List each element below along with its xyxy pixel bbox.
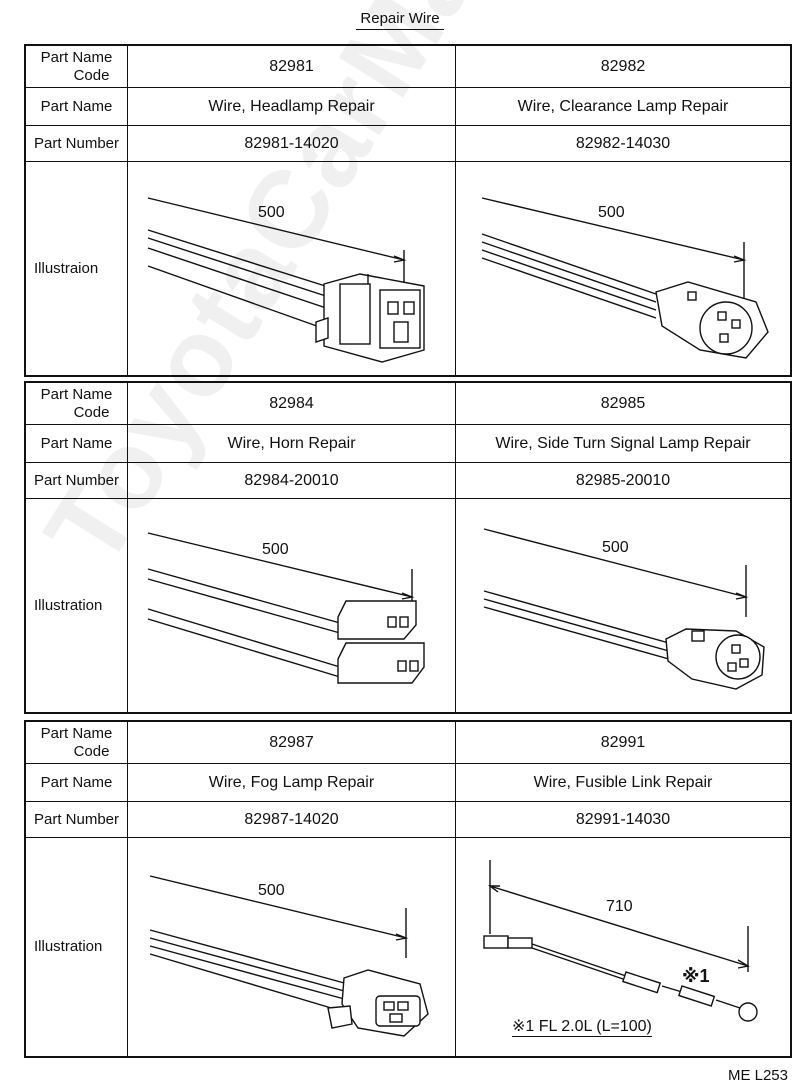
illustration-label: Illustration (26, 499, 128, 712)
part-name: Wire, Clearance Lamp Repair (517, 97, 729, 115)
fusible-note: ※1 FL 2.0L (L=100) (512, 1018, 652, 1037)
part-code: 82985 (600, 394, 646, 412)
part-name-label: Part Name (26, 764, 128, 801)
fusible-marker: ※1 (682, 966, 710, 986)
part-number: 82982-14030 (575, 134, 671, 152)
part-number: 82991-14030 (575, 810, 671, 828)
headlamp-wire-drawing (147, 197, 425, 363)
length-label: 500 (598, 204, 625, 221)
part-number: 82981-14020 (128, 126, 456, 161)
illustration-row: Illustraion (26, 162, 790, 375)
clearance-lamp-wire-drawing (481, 197, 769, 359)
part-name: Wire, Side Turn Signal Lamp Repair (495, 434, 751, 452)
name-row: Part Name Wire, Horn Repair Wire, Side T… (26, 425, 790, 463)
clearance-lamp-wire-illustration: 500 (456, 162, 790, 375)
illustration-label: Illustraion (26, 162, 128, 375)
page-code: ME L253 (727, 1067, 788, 1084)
part-code: 82981 (128, 46, 456, 87)
name-row: Part Name Wire, Headlamp Repair Wire, Cl… (26, 88, 790, 126)
part-code: 82987 (128, 722, 456, 763)
length-label: 500 (262, 541, 289, 558)
length-label: 500 (258, 204, 285, 221)
part-number: 82985-20010 (575, 471, 671, 489)
part-name: Wire, Headlamp Repair (128, 88, 456, 125)
length-label: 710 (606, 898, 633, 915)
part-name-label: Part Name (26, 88, 128, 125)
part-number: 82987-14020 (128, 802, 456, 837)
part-number: 82984-20010 (128, 463, 456, 498)
part-number-label: Part Number (26, 126, 128, 161)
part-name: Wire, Fusible Link Repair (533, 773, 713, 791)
illustration-row: Illustration 5 (26, 838, 790, 1056)
length-label: 500 (258, 882, 285, 899)
part-code: 82991 (600, 733, 646, 751)
part-number-label: Part Number (26, 463, 128, 498)
fog-lamp-wire-drawing (149, 875, 429, 1037)
part-number-label: Part Number (26, 802, 128, 837)
length-label: 500 (602, 539, 629, 556)
page-title: Repair Wire (0, 10, 800, 30)
horn-wire-drawing (147, 532, 425, 684)
part-name: Wire, Horn Repair (128, 425, 456, 462)
part-code: 82982 (600, 57, 646, 75)
number-row: Part Number 82987-14020 82991-14030 (26, 802, 790, 838)
illustration-label: Illustration (26, 838, 128, 1056)
fusible-link-wire-drawing (483, 860, 758, 1022)
part-name-label: Part Name (26, 425, 128, 462)
side-turn-signal-wire-drawing (483, 528, 765, 690)
headlamp-wire-illustration: 500 (128, 162, 456, 375)
part-name: Wire, Fog Lamp Repair (128, 764, 456, 801)
number-row: Part Number 82984-20010 82985-20010 (26, 463, 790, 499)
number-row: Part Number 82981-14020 82982-14030 (26, 126, 790, 162)
fog-lamp-wire-illustration: 500 (128, 838, 456, 1056)
part-code: 82984 (128, 383, 456, 424)
horn-wire-illustration: 500 (128, 499, 456, 712)
fusible-link-wire-illustration: 710 ※1 ※1 FL 2.0L (L=100) (456, 838, 790, 1056)
name-row: Part Name Wire, Fog Lamp Repair Wire, Fu… (26, 764, 790, 802)
illustration-row: Illustration 5 (26, 499, 790, 712)
side-turn-signal-wire-illustration: 500 (456, 499, 790, 712)
